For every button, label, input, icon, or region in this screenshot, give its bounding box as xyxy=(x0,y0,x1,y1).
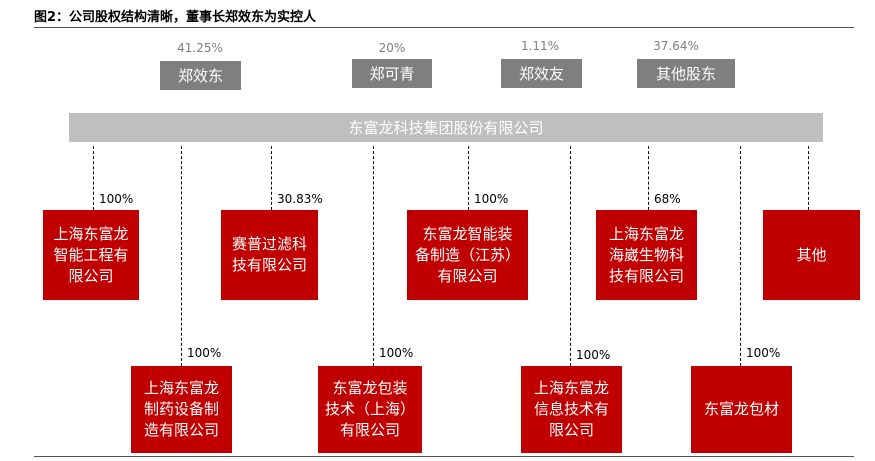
shareholder-pct: 20% xyxy=(378,41,406,55)
subsidiary-box: 其他 xyxy=(763,210,860,300)
holding-pct: 68% xyxy=(654,192,681,206)
shareholder-box: 郑可青 xyxy=(352,59,432,88)
subsidiary-box: 东富龙智能装 备制造（江苏） 有限公司 xyxy=(407,210,528,300)
holding-pct: 30.83% xyxy=(277,192,323,206)
shareholder-box: 郑效东 xyxy=(160,61,241,90)
connector-line xyxy=(740,146,741,366)
holding-pct: 100% xyxy=(576,348,611,362)
connector-line xyxy=(373,146,374,366)
holding-pct: 100% xyxy=(379,346,414,360)
shareholder-pct: 37.64% xyxy=(653,39,699,53)
connector-line xyxy=(181,146,182,366)
subsidiary-box: 上海东富龙 海崴生物科 技有限公司 xyxy=(596,210,697,300)
holding-pct: 100% xyxy=(99,192,134,206)
connector-line xyxy=(808,146,809,210)
parent-company-box: 东富龙科技集团股份有限公司 xyxy=(69,113,823,142)
subsidiary-box: 东富龙包装 技术（上海） 有限公司 xyxy=(318,366,422,453)
subsidiary-box: 上海东富龙 制药设备制 造有限公司 xyxy=(131,366,232,453)
subsidiary-box: 东富龙包材 xyxy=(691,366,792,453)
shareholder-pct: 41.25% xyxy=(177,41,223,55)
figure-title: 图2：公司股权结构清晰，董事长郑效东为实控人 xyxy=(34,10,317,25)
connector-line xyxy=(468,146,469,210)
bottom-rule xyxy=(34,456,854,457)
shareholder-box: 郑效友 xyxy=(501,59,582,88)
top-rule xyxy=(34,27,854,28)
connector-line xyxy=(570,146,571,366)
connector-line xyxy=(271,146,272,210)
connector-line xyxy=(648,146,649,210)
subsidiary-box: 上海东富龙 智能工程有 限公司 xyxy=(43,210,139,300)
holding-pct: 100% xyxy=(474,192,509,206)
shareholder-box: 其他股东 xyxy=(637,59,735,88)
subsidiary-box: 赛普过滤科 技有限公司 xyxy=(221,210,318,300)
holding-pct: 100% xyxy=(746,346,781,360)
subsidiary-box: 上海东富龙 信息技术有 限公司 xyxy=(521,366,622,453)
shareholder-pct: 1.11% xyxy=(520,39,560,53)
holding-pct: 100% xyxy=(187,346,222,360)
connector-line xyxy=(93,146,94,210)
